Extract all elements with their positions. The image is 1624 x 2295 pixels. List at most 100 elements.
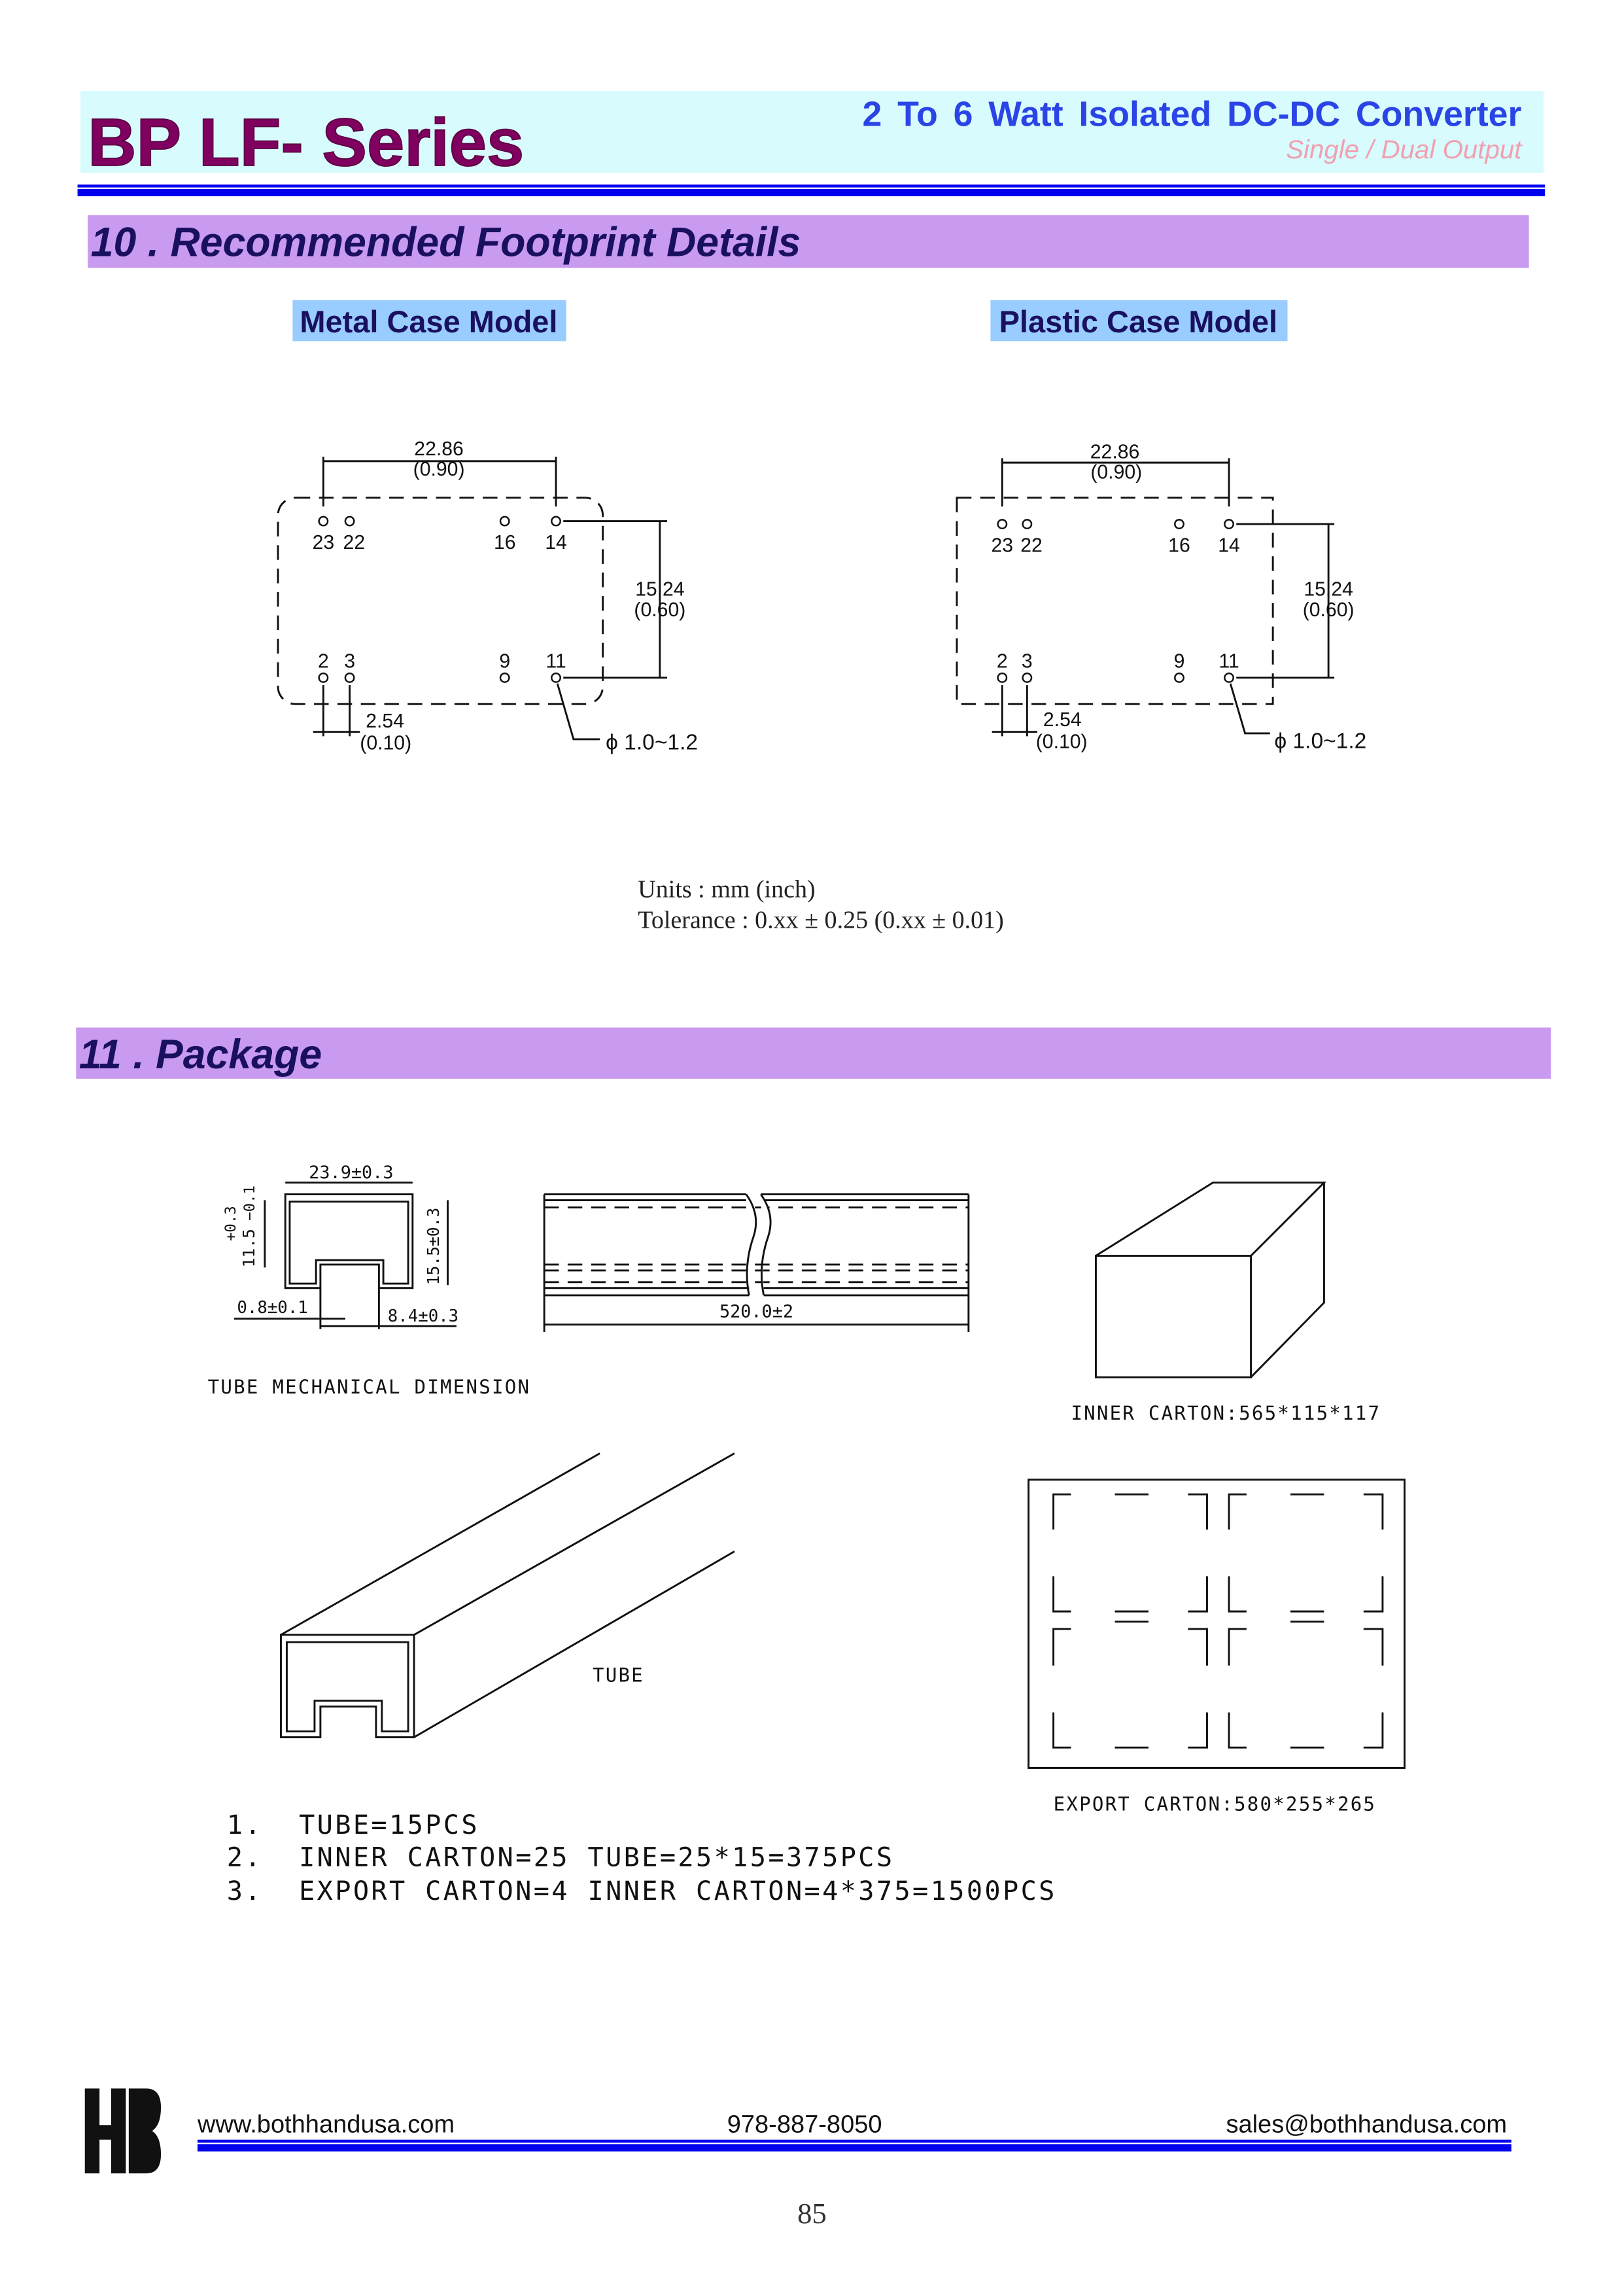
tube-inner-height: 11.5 bbox=[239, 1229, 258, 1267]
header: BP LF- Series 2 To 6 Watt Isolated DC-DC… bbox=[77, 90, 1546, 196]
width-dim: 22.86 bbox=[414, 438, 464, 460]
pin-14 bbox=[551, 516, 561, 527]
plastic-case-label: Plastic Case Model bbox=[999, 304, 1278, 339]
hole-size: ϕ 1.0~1.2 bbox=[1274, 729, 1366, 753]
pin-label: 9 bbox=[1174, 650, 1185, 672]
pin-label: 9 bbox=[499, 650, 510, 672]
pin-16 bbox=[499, 516, 510, 527]
metal-footprint-drawing: 22.86 (0.90) 23 22 16 14 2 3 9 11 15.24 … bbox=[277, 438, 698, 755]
pin-2 bbox=[318, 673, 329, 683]
header-band bbox=[80, 90, 1544, 173]
pin-3 bbox=[1022, 673, 1033, 683]
tube-inner-tol-plus: +0.3 bbox=[222, 1206, 239, 1241]
pin-16 bbox=[1174, 519, 1184, 530]
logo-b bbox=[128, 2088, 162, 2174]
tube-3d-edge bbox=[413, 1550, 735, 1738]
tube-3d-front bbox=[280, 1634, 415, 1738]
pin-9 bbox=[499, 673, 510, 683]
export-carton-inner-boxes bbox=[1052, 1493, 1384, 1749]
plastic-footprint-drawing: 22.86 (0.90) 23 22 16 14 2 3 9 11 15.24 … bbox=[956, 441, 1366, 753]
height-dim: 15.24 bbox=[635, 579, 685, 601]
export-carton-outline bbox=[1028, 1479, 1406, 1769]
inner-carton-caption: INNER CARTON:565*115*117 bbox=[1071, 1402, 1381, 1424]
tube-caption: TUBE bbox=[593, 1664, 644, 1686]
footer-rule-thick bbox=[197, 2144, 1512, 2152]
note-item: 3. EXPORT CARTON=4 INNER CARTON=4*375=15… bbox=[227, 1876, 1057, 1906]
pin-11 bbox=[1224, 673, 1234, 683]
pin-22 bbox=[344, 516, 355, 527]
logo-h bbox=[84, 2088, 126, 2174]
series-title: BP LF- Series bbox=[88, 105, 524, 180]
width-dim: 22.86 bbox=[1090, 441, 1140, 463]
width-dim-inch: (0.90) bbox=[413, 459, 465, 480]
export-carton-drawing: EXPORT CARTON:580*255*265 bbox=[1028, 1479, 1406, 1815]
metal-label-bg bbox=[292, 300, 566, 342]
tube-width-dim: 23.9±0.3 bbox=[309, 1163, 393, 1183]
tube-3d-front-inner bbox=[285, 1641, 409, 1732]
carton-side bbox=[1250, 1182, 1325, 1378]
pitch-dim: 2.54 bbox=[1043, 709, 1082, 731]
tube-profile-inner bbox=[288, 1200, 409, 1285]
tube-3d-edge bbox=[413, 1452, 735, 1636]
package-notes: 1. TUBE=15PCS 2. INNER CARTON=25 TUBE=25… bbox=[227, 1810, 1057, 1906]
tube-break-mark bbox=[745, 1193, 772, 1296]
section-10-bar bbox=[88, 215, 1529, 268]
page-number: 85 bbox=[797, 2197, 827, 2230]
tube-cross-section: 23.9±0.3 11.5 +0.3 −0.1 15.5±0.3 0.8±0.1… bbox=[208, 1163, 531, 1398]
export-carton-caption: EXPORT CARTON:580*255*265 bbox=[1054, 1793, 1377, 1815]
tube-side-view: 520.0±2 bbox=[543, 1193, 970, 1332]
section-11-bar bbox=[76, 1027, 1551, 1079]
pin-label: 22 bbox=[343, 532, 366, 553]
pin-label: 3 bbox=[1022, 650, 1033, 672]
pin-label: 11 bbox=[1218, 650, 1239, 672]
tube-length-dim: 520.0±2 bbox=[719, 1301, 793, 1322]
pin-label: 2 bbox=[318, 650, 329, 672]
tube-hidden-lines bbox=[544, 1206, 969, 1284]
pitch-dim-inch: (0.10) bbox=[360, 733, 411, 754]
product-subtitle: Single / Dual Output bbox=[1286, 135, 1523, 164]
tube-notch-dim: 8.4±0.3 bbox=[388, 1306, 458, 1326]
note-item: 1. TUBE=15PCS bbox=[227, 1810, 479, 1840]
tube-height-dim: 15.5±0.3 bbox=[424, 1208, 443, 1285]
footer-email[interactable]: sales@bothhandusa.com bbox=[1226, 2111, 1507, 2138]
tube-wall-dim: 0.8±0.1 bbox=[237, 1298, 307, 1318]
height-dim-inch: (0.60) bbox=[634, 599, 685, 621]
footer-website[interactable]: www.bothhandusa.com bbox=[197, 2111, 455, 2138]
section-11: 11 . Package 23.9±0.3 11.5 +0.3 −0.1 15.… bbox=[76, 1027, 1551, 1906]
footer-rule-thin bbox=[197, 2139, 1512, 2143]
carton-top bbox=[1095, 1182, 1326, 1257]
tolerance-note: Tolerance : 0.xx ± 0.25 (0.xx ± 0.01) bbox=[638, 906, 1004, 934]
height-dim: 15.24 bbox=[1304, 579, 1353, 601]
pitch-dim-inch: (0.10) bbox=[1036, 731, 1088, 752]
pin-label: 23 bbox=[313, 532, 335, 553]
pitch-dim: 2.54 bbox=[366, 710, 404, 732]
pin-23 bbox=[997, 519, 1008, 530]
plastic-label-bg bbox=[990, 300, 1288, 342]
footer: www.bothhandusa.com 978-887-8050 sales@b… bbox=[84, 2088, 1512, 2230]
bothhand-logo bbox=[84, 2088, 162, 2174]
header-rule-thick bbox=[77, 188, 1546, 196]
tube-3d-drawing: TUBE bbox=[280, 1452, 735, 1738]
header-rule-thin bbox=[77, 184, 1546, 188]
pin-11 bbox=[551, 673, 561, 683]
tube-3d-edge bbox=[280, 1452, 600, 1636]
pin-2 bbox=[997, 673, 1008, 683]
pin-3 bbox=[344, 673, 355, 683]
tube-top-edge bbox=[544, 1193, 969, 1201]
plastic-case-outline bbox=[956, 497, 1274, 705]
carton-front bbox=[1095, 1255, 1253, 1378]
tube-mech-caption: TUBE MECHANICAL DIMENSION bbox=[208, 1376, 531, 1398]
pin-label: 23 bbox=[992, 535, 1014, 557]
pin-label: 16 bbox=[494, 532, 516, 553]
section-10-title: 10 . Recommended Footprint Details bbox=[91, 220, 801, 266]
product-title: 2 To 6 Watt Isolated DC-DC Converter bbox=[862, 95, 1521, 134]
pin-label: 2 bbox=[997, 650, 1008, 672]
pin-label: 14 bbox=[1218, 535, 1240, 557]
pin-23 bbox=[318, 516, 329, 527]
width-dim-inch: (0.90) bbox=[1090, 462, 1142, 483]
pin-22 bbox=[1022, 519, 1033, 530]
pin-9 bbox=[1174, 673, 1184, 683]
metal-case-outline bbox=[277, 497, 604, 705]
pin-label: 14 bbox=[545, 532, 567, 553]
